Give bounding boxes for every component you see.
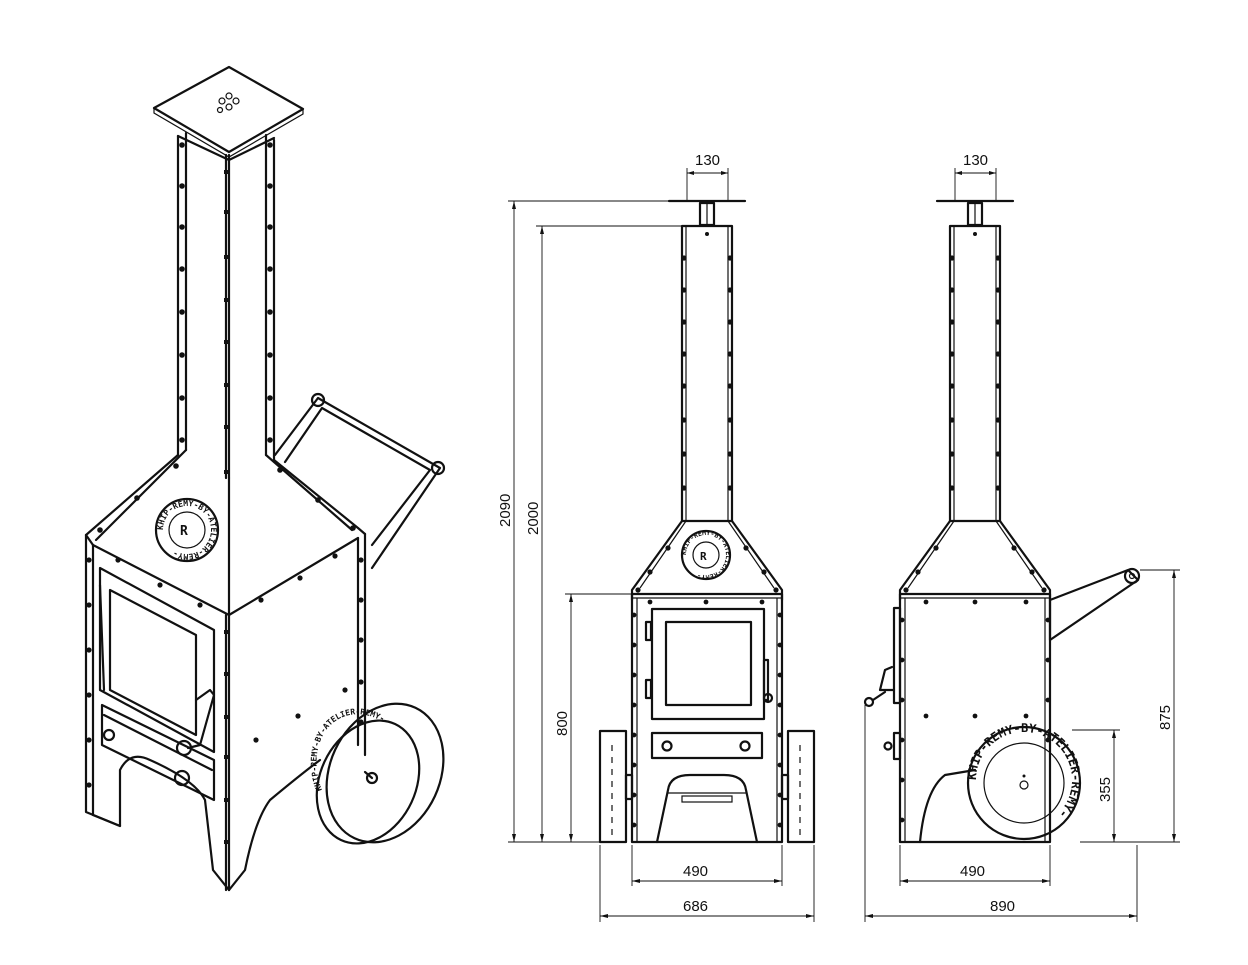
iso-top-plate: [152, 65, 305, 158]
front-dim-total-height: 2090: [497, 200, 669, 843]
side-body-width-label: 490: [960, 863, 985, 880]
svg-text:R: R: [700, 550, 707, 563]
side-overall-width-label: 890: [990, 898, 1015, 915]
front-dim-pipe-width: 130: [686, 152, 729, 200]
front-pipe-top-height-label: 2000: [525, 502, 542, 535]
front-body-width-label: 490: [683, 863, 708, 880]
svg-text:R: R: [180, 524, 188, 539]
side-dim-pipe-width: 130: [954, 152, 997, 200]
iso-chimney-pipe: [176, 131, 276, 480]
side-wheel: KHIP-REMY-BY-ATELIER-REMY-: [965, 721, 1083, 841]
front-brand-seal: KHIP-REMY-BY-ATELIER-REMY- R: [680, 529, 732, 581]
front-dim-pipe-top-height: 2000: [525, 225, 682, 842]
front-dim-body-height: 800: [554, 593, 632, 842]
iso-handle: [273, 392, 446, 570]
side-dim-handle-height: 875: [1080, 569, 1180, 843]
iso-brand-seal: KHIP-REMY-BY-ATELIER-REMY- R: [154, 497, 220, 563]
iso-body: [84, 532, 367, 892]
front-dim-body-width: 490: [631, 845, 783, 886]
iso-wheel: KHIP-REMY-BY-ATELIER-REMY-: [310, 702, 445, 845]
side-pipe-width-label: 130: [963, 152, 988, 169]
front-dim-overall-width: 686: [599, 845, 815, 922]
isometric-view: KHIP-REMY-BY-ATELIER-REMY- R KHIP-REMY-B…: [84, 65, 446, 892]
side-wheel-height-label: 355: [1097, 777, 1114, 802]
side-dim-wheel-height: 355: [1072, 729, 1120, 842]
front-view: KHIP-REMY-BY-ATELIER-REMY- R: [497, 152, 816, 922]
side-dim-body-width: 490: [899, 845, 1051, 886]
side-dim-overall-width: 890: [864, 705, 1138, 922]
front-total-height-label: 2090: [497, 494, 514, 527]
side-handle: [1048, 567, 1141, 642]
side-wheel-text: KHIP-REMY-BY-ATELIER-REMY-: [965, 721, 1083, 821]
front-body-height-label: 800: [554, 711, 571, 736]
side-handle-height-label: 875: [1157, 705, 1174, 730]
iso-hood: [84, 448, 367, 617]
front-pipe-width-label: 130: [695, 152, 720, 169]
front-overall-width-label: 686: [683, 898, 708, 915]
side-view: KHIP-REMY-BY-ATELIER-REMY- 130 490: [863, 152, 1180, 922]
